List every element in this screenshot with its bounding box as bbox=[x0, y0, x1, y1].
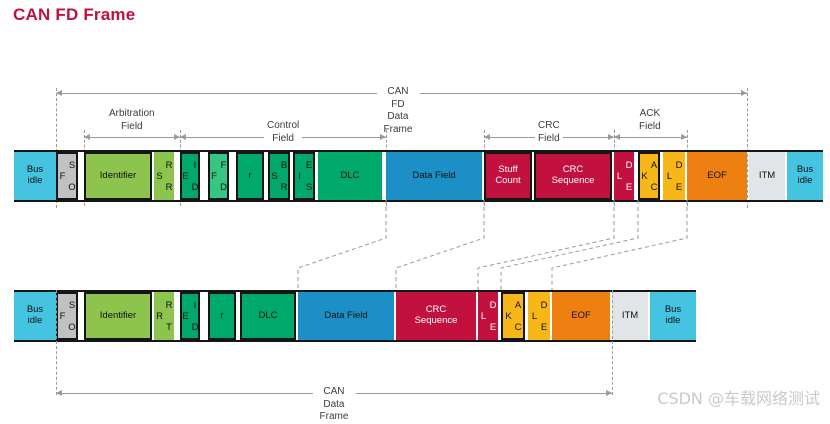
bracket-label-control-field: Control Field bbox=[264, 120, 303, 145]
connector-line-4 bbox=[551, 200, 688, 292]
frame-segment-bus-idle-left[interactable]: Bus idle bbox=[14, 152, 56, 200]
frame-segment-ack[interactable]: A C K bbox=[638, 152, 660, 200]
frame-segment-ack-del[interactable]: D E L bbox=[663, 152, 685, 200]
frame-segment-identifier[interactable]: Identifier bbox=[84, 152, 152, 200]
guide-line-can-start bbox=[56, 290, 57, 395]
frame-segment-dlc[interactable]: DLC bbox=[240, 292, 296, 340]
connector-line-2 bbox=[477, 200, 615, 292]
frame-segment-crc-del[interactable]: D E L bbox=[478, 292, 499, 340]
bracket-label-crc-field: CRC Field bbox=[535, 120, 563, 145]
frame-segment-bus-idle-right[interactable]: Bus idle bbox=[787, 152, 823, 200]
frame-bottom-rail bbox=[14, 340, 696, 342]
frame-segment-itm[interactable]: ITM bbox=[749, 152, 785, 200]
bracket-arrow-fd-right bbox=[419, 90, 747, 96]
frame-segment-data-field[interactable]: Data Field bbox=[386, 152, 482, 200]
frame-segment-rrs[interactable]: R R S bbox=[154, 152, 175, 200]
frame-segment-ide[interactable]: I D E bbox=[180, 152, 201, 200]
frame-top-rail bbox=[14, 150, 823, 152]
frame-segment-rtr[interactable]: R T R bbox=[154, 292, 175, 340]
frame-segment-bus-idle-right[interactable]: Bus idle bbox=[650, 292, 696, 340]
connector-line-3 bbox=[500, 200, 639, 292]
frame-segment-fdf[interactable]: F D F bbox=[208, 152, 229, 200]
frame-segment-eof[interactable]: EOF bbox=[552, 292, 610, 340]
connector-line-1 bbox=[395, 200, 485, 292]
frame-segment-crc-sequence[interactable]: CRC Sequence bbox=[396, 292, 476, 340]
bracket-label-arbitration-field: Arbitration Field bbox=[106, 108, 158, 133]
frame-segment-sof[interactable]: S O F bbox=[56, 152, 78, 200]
bracket-arrow-arbitration-field bbox=[84, 134, 180, 140]
bracket-label-can-data-frame: CAN Data Frame bbox=[316, 386, 352, 424]
frame-segment-esi[interactable]: E S I bbox=[293, 152, 315, 200]
bracket-label-can-fd-data-frame: CAN FD Data Frame bbox=[380, 86, 416, 136]
guide-line-fd-end bbox=[747, 88, 748, 208]
bracket-arrow-can-right bbox=[355, 390, 612, 396]
bracket-arrow-ack-field bbox=[614, 134, 687, 140]
bracket-arrow-can-left bbox=[56, 390, 313, 396]
connector-line-0 bbox=[297, 200, 387, 292]
frame-segment-crc-sequence[interactable]: CRC Sequence bbox=[534, 152, 612, 200]
frame-segment-bus-idle-left[interactable]: Bus idle bbox=[14, 292, 56, 340]
frame-segment-dlc[interactable]: DLC bbox=[318, 152, 382, 200]
frame-bottom-rail bbox=[14, 200, 823, 202]
frame-segment-ack-del[interactable]: D E L bbox=[528, 292, 550, 340]
frame-segment-sof[interactable]: S O F bbox=[56, 292, 78, 340]
guide-line-fd-start bbox=[56, 88, 57, 208]
frame-segment-ack[interactable]: A C K bbox=[501, 292, 525, 340]
page-title: CAN FD Frame bbox=[13, 5, 136, 24]
frame-top-rail bbox=[14, 290, 696, 292]
bracket-label-ack-field: ACK Field bbox=[636, 108, 664, 133]
frame-segment-identifier[interactable]: Identifier bbox=[84, 292, 152, 340]
frame-segment-r[interactable]: r bbox=[208, 292, 236, 340]
frame-segment-itm[interactable]: ITM bbox=[612, 292, 648, 340]
frame-segment-ide[interactable]: I D E bbox=[180, 292, 201, 340]
frame-segment-crc-del[interactable]: D E L bbox=[614, 152, 635, 200]
frame-segment-brs[interactable]: B R S bbox=[268, 152, 290, 200]
frame-segment-data-field[interactable]: Data Field bbox=[298, 292, 394, 340]
frame-segment-r[interactable]: r bbox=[236, 152, 264, 200]
frame-segment-eof[interactable]: EOF bbox=[687, 152, 747, 200]
bracket-arrow-fd-left bbox=[56, 90, 377, 96]
csdn-watermark: CSDN @车载网络测试 bbox=[657, 389, 820, 408]
frame-segment-stuff-count[interactable]: Stuff Count bbox=[484, 152, 532, 200]
guide-line-can-end bbox=[612, 290, 613, 395]
